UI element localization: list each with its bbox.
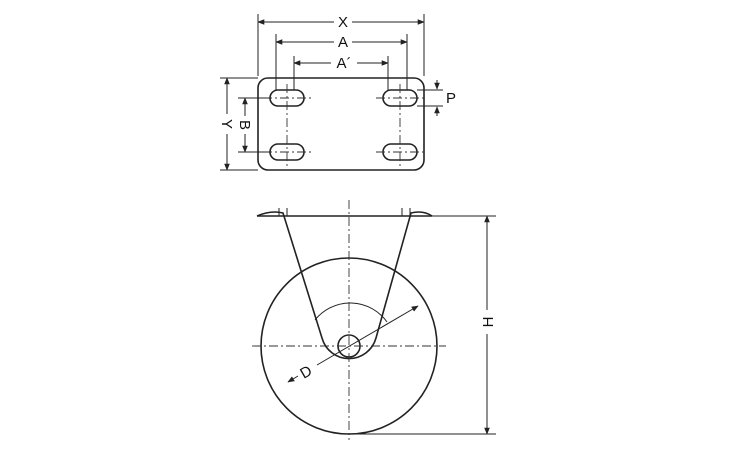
plate-top-view: X A A´ P Y B: [218, 14, 456, 171]
dimension-line-d: [316, 305, 419, 366]
label-a: A: [338, 34, 348, 51]
label-b: B: [236, 120, 253, 130]
label-x: X: [338, 14, 348, 31]
caster-front-view: D H: [252, 200, 497, 440]
dimension-line-d: [287, 375, 299, 383]
rotation-arc: [314, 302, 388, 323]
label-p: P: [446, 90, 456, 107]
mounting-plate-outline: [257, 77, 425, 171]
label-h: H: [480, 317, 497, 328]
label-a-prime: A´: [337, 55, 352, 72]
label-y: Y: [218, 119, 235, 129]
label-d: D: [297, 362, 315, 382]
